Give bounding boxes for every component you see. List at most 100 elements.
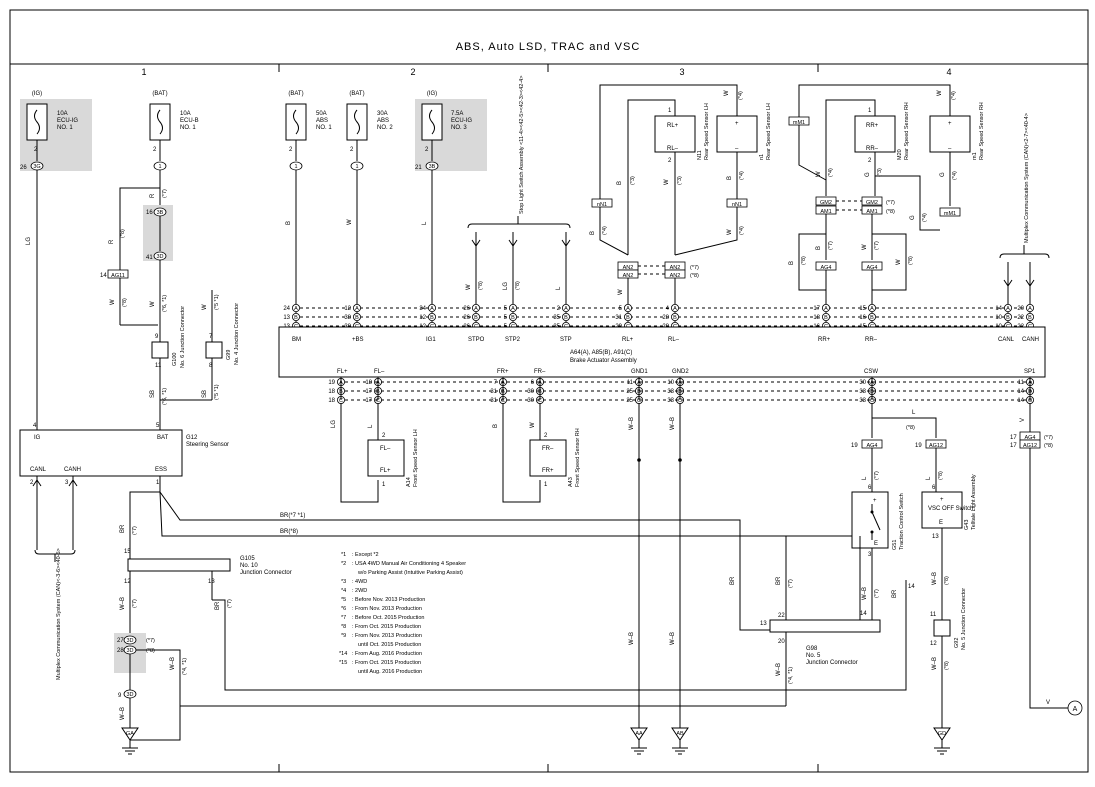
svg-text:CANL: CANL bbox=[998, 337, 1015, 343]
svg-text:N11: N11 bbox=[697, 150, 703, 160]
svg-text:ECU-IG: ECU-IG bbox=[451, 118, 472, 124]
svg-text:(*7): (*7) bbox=[132, 526, 138, 535]
svg-text:No. 4 Junction Connector: No. 4 Junction Connector bbox=[234, 303, 240, 365]
svg-text:AA: AA bbox=[635, 731, 643, 737]
svg-text:B: B bbox=[617, 181, 623, 185]
actuator-bottom-circles: A19B18C18A18B17C17A7B31C31A6B30C30A11B25… bbox=[328, 377, 1035, 404]
svg-text:(*7): (*7) bbox=[874, 241, 880, 250]
svg-text:2: 2 bbox=[382, 433, 386, 439]
svg-text:B: B bbox=[789, 261, 795, 265]
svg-text:2: 2 bbox=[425, 147, 429, 153]
actuator-top-terminal-letter: B bbox=[294, 315, 298, 321]
svg-text:BR: BR bbox=[730, 576, 736, 585]
svg-text:AN2: AN2 bbox=[670, 273, 681, 279]
svg-text:AG4: AG4 bbox=[866, 265, 877, 271]
svg-text:(*8): (*8) bbox=[690, 273, 699, 279]
actuator-top-pin-number: 31 bbox=[615, 315, 622, 321]
steering-sensor-g12: IG BAT CANL CANH ESS G12 Steering Sensor… bbox=[19, 423, 229, 486]
svg-text:*4: *4 bbox=[341, 588, 346, 594]
svg-text:BR(*7 *1): BR(*7 *1) bbox=[280, 513, 305, 519]
svg-text:GD: GD bbox=[938, 731, 946, 737]
svg-text:L: L bbox=[926, 476, 932, 480]
svg-text:3B: 3B bbox=[429, 164, 436, 170]
svg-text:: 2WD: : 2WD bbox=[352, 588, 367, 594]
svg-text:20: 20 bbox=[778, 639, 785, 645]
actuator-bottom-pin-number: 30 bbox=[527, 389, 534, 395]
actuator-top-terminal-letter: B bbox=[430, 315, 434, 321]
actuator-top-terminal bbox=[1004, 312, 1013, 321]
svg-text:*5: *5 bbox=[341, 597, 346, 603]
actuator-top-circles: A24B13C13A12B38C38A34B12C12A26B26C26A5B5… bbox=[283, 303, 1035, 330]
svg-text:Steering Sensor: Steering Sensor bbox=[186, 442, 229, 448]
svg-text:2: 2 bbox=[34, 147, 38, 153]
svg-text:12: 12 bbox=[124, 579, 131, 585]
svg-text:(*4): (*4) bbox=[739, 171, 745, 180]
actuator-top-terminal-letter: A bbox=[1006, 306, 1010, 312]
actuator-top-pin-number: 5 bbox=[504, 315, 508, 321]
actuator-top-pin-number: 26 bbox=[463, 315, 470, 321]
actuator-top-pin-number: 2 bbox=[557, 306, 561, 312]
svg-text:BR: BR bbox=[215, 601, 221, 610]
svg-text:2: 2 bbox=[153, 147, 157, 153]
svg-text:W: W bbox=[618, 289, 624, 295]
svg-text:STP: STP bbox=[560, 337, 572, 343]
svg-text:E: E bbox=[874, 541, 878, 547]
actuator-top-terminal bbox=[562, 312, 571, 321]
svg-text:21: 21 bbox=[415, 165, 422, 171]
rear-speed-sensor-rh bbox=[854, 115, 896, 153]
svg-text:(*8): (*8) bbox=[146, 648, 155, 654]
svg-text:3D: 3D bbox=[126, 638, 133, 644]
actuator-top-terminal bbox=[508, 312, 517, 321]
svg-text:W: W bbox=[724, 90, 730, 96]
svg-text:(*4): (*4) bbox=[951, 91, 957, 100]
svg-text:LG: LG bbox=[331, 420, 337, 428]
svg-text:ABS: ABS bbox=[377, 118, 389, 124]
actuator-bottom-pin-number: 17 bbox=[365, 398, 372, 404]
actuator-bottom-pin-number: 31 bbox=[490, 389, 497, 395]
svg-text:BR: BR bbox=[892, 589, 898, 598]
svg-text:6: 6 bbox=[932, 485, 936, 491]
svg-text:GND2: GND2 bbox=[672, 369, 689, 375]
svg-text:9: 9 bbox=[155, 334, 159, 340]
svg-text:LG: LG bbox=[26, 237, 32, 245]
actuator-bottom-terminal-letter: C bbox=[501, 398, 505, 404]
svg-text:Rear Speed Sensor RH: Rear Speed Sensor RH bbox=[979, 102, 985, 160]
svg-text:+: + bbox=[948, 121, 952, 127]
svg-text:(*6, *1): (*6, *1) bbox=[162, 388, 168, 405]
actuator-bottom-pin-number: 33 bbox=[859, 398, 866, 404]
svg-text:27: 27 bbox=[117, 638, 124, 644]
svg-text:NO. 1: NO. 1 bbox=[316, 125, 332, 131]
svg-text:until Oct. 2015 Production: until Oct. 2015 Production bbox=[358, 642, 421, 648]
fuse-ecu-b-1: (BAT) 10A ECU-B NO. 1 2 1 bbox=[149, 91, 199, 171]
svg-text:3D: 3D bbox=[126, 692, 133, 698]
svg-text:V: V bbox=[1046, 700, 1050, 706]
svg-text:R: R bbox=[150, 193, 156, 198]
junction-g99 bbox=[205, 341, 223, 359]
fuse-ecu-ig-3: (IG) 7.5A ECU-IG NO. 3 2 3B 21 bbox=[415, 91, 487, 171]
svg-text:FR+: FR+ bbox=[497, 369, 509, 375]
svg-text:(*8): (*8) bbox=[478, 281, 484, 290]
svg-text:R: R bbox=[109, 239, 115, 244]
actuator-top-terminal-letter: A bbox=[294, 306, 298, 312]
actuator-top-terminal bbox=[352, 312, 361, 321]
svg-text:(*5 *1): (*5 *1) bbox=[214, 294, 220, 310]
actuator-bottom-pin-number: 25 bbox=[626, 389, 633, 395]
svg-text:(*4): (*4) bbox=[602, 226, 608, 235]
svg-text:CANH: CANH bbox=[1022, 337, 1039, 343]
svg-text:SB: SB bbox=[150, 390, 156, 398]
svg-text:: 4WD: : 4WD bbox=[352, 579, 367, 585]
ground-gd: GD bbox=[933, 727, 951, 755]
svg-text:(*8): (*8) bbox=[515, 281, 521, 290]
svg-text:W–B: W–B bbox=[670, 417, 676, 430]
svg-text:(*8): (*8) bbox=[908, 256, 914, 265]
actuator-top-pin-number: 5 bbox=[619, 306, 623, 312]
junction-g98: 22 13 20 G98 No. 5 Junction Connector bbox=[760, 613, 881, 666]
junction-g100 bbox=[151, 341, 169, 359]
svg-text:B: B bbox=[493, 424, 499, 428]
svg-text:G: G bbox=[940, 172, 946, 177]
svg-text:Rear Speed Sensor LH: Rear Speed Sensor LH bbox=[704, 103, 710, 160]
actuator-top-pin-number: 12 bbox=[344, 306, 351, 312]
svg-text:AG4: AG4 bbox=[1024, 435, 1035, 441]
svg-text:W–B: W–B bbox=[120, 707, 126, 720]
